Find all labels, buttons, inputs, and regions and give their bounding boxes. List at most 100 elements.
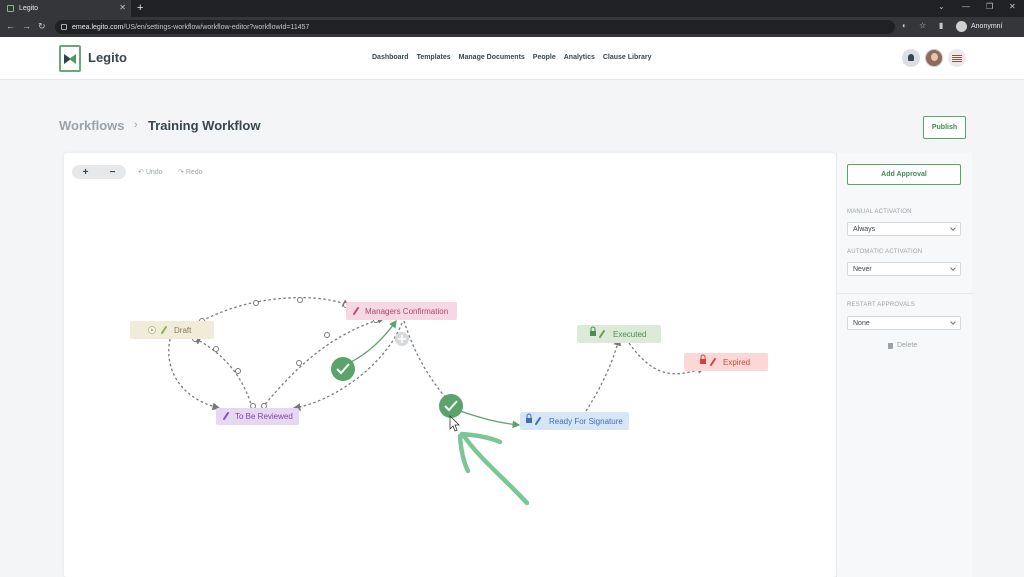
redo-button[interactable]: ↷ Redo <box>178 168 203 176</box>
breadcrumb-chevron-icon: › <box>134 119 138 131</box>
maximize-icon[interactable]: ❐ <box>986 2 994 11</box>
nav-analytics[interactable]: Analytics <box>563 54 595 61</box>
trash-icon <box>888 342 893 349</box>
url-field[interactable]: emea.legito.com /US/en/settings-workflow… <box>55 20 895 34</box>
transition-managers-to-reviewed[interactable] <box>292 322 403 411</box>
state-managers-confirmation[interactable]: Managers Confirmation <box>346 302 457 320</box>
incognito-icon[interactable]: ◐ <box>902 21 907 30</box>
state-label: Draft <box>174 326 192 335</box>
zoom-in-button[interactable]: + <box>82 166 89 178</box>
reload-icon[interactable]: ↻ <box>38 21 46 31</box>
close-window-icon[interactable]: ✕ <box>1009 2 1016 11</box>
restart-approvals-select[interactable]: None <box>847 316 961 330</box>
feather-icon <box>535 417 541 425</box>
back-icon[interactable]: ← <box>6 21 15 31</box>
language-flag-icon[interactable] <box>948 49 966 67</box>
browser-address-bar: ← → ↻ emea.legito.com /US/en/settings-wo… <box>0 17 1024 37</box>
browser-tab-title: Legito <box>19 5 39 12</box>
app-header: Legito Dashboard Templates Manage Docume… <box>0 37 1024 80</box>
feather-icon <box>161 326 167 334</box>
user-avatar[interactable] <box>925 49 943 67</box>
state-ready-for-signature[interactable]: Ready For Signature <box>520 412 629 430</box>
forward-icon[interactable]: → <box>22 21 31 31</box>
feather-icon <box>710 358 716 366</box>
add-approval-plus-icon[interactable] <box>395 332 409 346</box>
approval-badge-2[interactable] <box>439 394 463 418</box>
add-approval-button[interactable]: Add Approval <box>847 164 961 185</box>
state-label: Managers Confirmation <box>365 307 448 316</box>
url-path: /US/en/settings-workflow/workflow-editor… <box>123 23 310 31</box>
tab-search-icon[interactable]: ⌄ <box>938 2 945 11</box>
nav-dashboard[interactable]: Dashboard <box>372 54 409 61</box>
side-panel-icon[interactable]: ▮ <box>939 21 944 30</box>
workflow-canvas[interactable]: + − ↶ Undo ↷ Redo <box>64 153 836 577</box>
lock-icon <box>700 359 706 364</box>
state-label: To Be Reviewed <box>235 412 293 421</box>
delete-button[interactable]: Delete <box>888 342 917 349</box>
transition-executed-to-expired[interactable] <box>628 342 706 375</box>
feather-icon <box>353 307 359 315</box>
state-to-be-reviewed[interactable]: To Be Reviewed <box>216 408 299 425</box>
new-tab-icon[interactable]: + <box>137 2 144 14</box>
bookmark-star-icon[interactable]: ☆ <box>919 21 927 30</box>
page-title: Training Workflow <box>148 118 261 133</box>
manual-activation-select[interactable]: Always <box>847 222 961 236</box>
workflow-diagram: Draft Managers Confirmation To Be Review… <box>130 296 768 506</box>
transition-reviewed-to-managers[interactable] <box>261 316 386 409</box>
lock-icon <box>526 418 532 423</box>
breadcrumb-workflows[interactable]: Workflows <box>59 118 125 133</box>
lock-icon <box>590 331 596 336</box>
nav-manage-documents[interactable]: Manage Documents <box>458 54 525 61</box>
publish-button[interactable]: Publish <box>923 116 966 139</box>
approval-settings-panel: Add Approval MANUAL ACTIVATION Always AU… <box>836 153 973 577</box>
automatic-activation-select[interactable]: Never <box>847 262 961 276</box>
browser-tab[interactable]: Legito ✕ <box>0 0 131 17</box>
nav-clause-library[interactable]: Clause Library <box>602 54 652 61</box>
feather-icon <box>599 330 605 338</box>
state-executed[interactable]: Executed <box>577 325 661 343</box>
transition-handle[interactable] <box>213 346 219 352</box>
state-draft[interactable]: Draft <box>130 321 214 339</box>
manual-activation-label: MANUAL ACTIVATION <box>847 209 912 215</box>
panel-divider <box>837 293 973 294</box>
undo-icon: ↶ <box>138 169 144 176</box>
main-nav: Dashboard Templates Manage Documents Peo… <box>372 54 652 61</box>
redo-label: Redo <box>185 169 203 176</box>
transition-reviewed-to-draft[interactable] <box>192 337 253 409</box>
zoom-out-button[interactable]: − <box>109 166 116 178</box>
restart-approvals-value: None <box>853 319 870 327</box>
restart-approvals-label: RESTART APPROVALS <box>847 302 915 308</box>
legito-logo-icon[interactable] <box>59 45 81 72</box>
nav-templates[interactable]: Templates <box>416 54 451 61</box>
transition-draft-to-managers[interactable] <box>201 296 351 322</box>
transition-handle[interactable] <box>253 300 259 306</box>
transition-handle[interactable] <box>296 360 302 366</box>
state-expired[interactable]: Expired <box>684 353 768 371</box>
approval-badge-1[interactable] <box>331 357 355 381</box>
transition-managers-to-signature[interactable] <box>403 320 447 399</box>
transition-handle[interactable] <box>297 297 303 303</box>
minimize-icon[interactable]: — <box>962 2 970 11</box>
undo-button[interactable]: ↶ Undo <box>138 168 163 176</box>
transition-handle[interactable] <box>261 403 267 409</box>
url-host: emea.legito.com <box>72 23 124 31</box>
legito-favicon-icon <box>7 5 14 12</box>
close-tab-icon[interactable]: ✕ <box>119 3 126 12</box>
transition-handle[interactable] <box>324 332 330 338</box>
transition-signature-to-executed[interactable] <box>585 337 622 412</box>
nav-people[interactable]: People <box>532 54 556 61</box>
transition-handle[interactable] <box>235 368 241 374</box>
approval-link-managers[interactable] <box>348 319 397 364</box>
transition-draft-to-reviewed[interactable] <box>168 338 221 411</box>
mouse-cursor-icon <box>449 415 460 432</box>
brand-name[interactable]: Legito <box>88 50 127 65</box>
notifications-bell-icon[interactable] <box>902 49 920 67</box>
manual-activation-value: Always <box>853 225 876 233</box>
browser-profile[interactable]: Anonymní <box>956 21 1003 32</box>
profile-name: Anonymní <box>971 23 1003 30</box>
transition-handle[interactable] <box>250 403 256 409</box>
automatic-activation-value: Never <box>853 265 872 273</box>
approval-link-signature[interactable] <box>459 410 521 429</box>
redo-icon: ↷ <box>178 169 184 176</box>
lock-icon <box>61 24 67 30</box>
